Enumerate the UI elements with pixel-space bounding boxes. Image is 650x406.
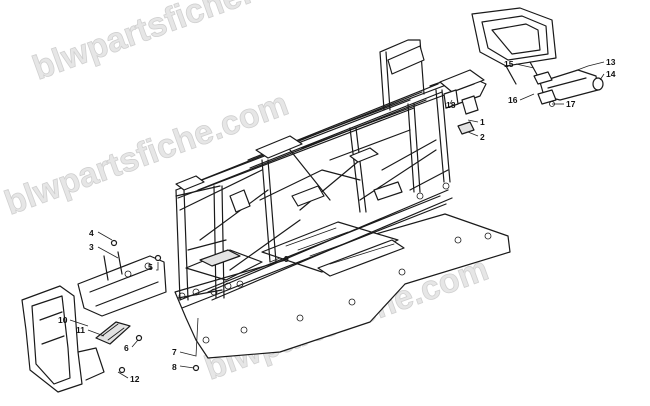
bolt-12	[118, 366, 126, 374]
callout-18: 18	[446, 100, 456, 110]
front-skid-guard	[95, 321, 131, 345]
callout-13: 13	[606, 57, 616, 67]
callout-6: 6	[124, 343, 129, 353]
nut-6	[135, 334, 143, 342]
watermark-top: blwpartsfiche.com	[28, 0, 322, 88]
callout-2: 2	[480, 132, 485, 142]
callout-14: 14	[606, 69, 616, 79]
skid-plate	[174, 213, 511, 359]
main-frame	[175, 39, 487, 309]
callout-3: 3	[89, 242, 94, 252]
front-bumper	[21, 285, 105, 393]
rear-brackets	[443, 89, 479, 135]
fastener-8	[192, 364, 200, 372]
footwell-tray	[261, 221, 405, 277]
callout-8: 8	[172, 362, 177, 372]
callout-5: 5	[148, 262, 153, 272]
callouts: 1 2 3 4 5 6 7 8 9 10 11 12 13 14 15 16 1…	[58, 57, 616, 384]
hardware	[110, 239, 200, 374]
callout-17: 17	[566, 99, 576, 109]
nut-5	[154, 254, 162, 262]
callout-1: 1	[480, 117, 485, 127]
callout-15: 15	[504, 59, 514, 69]
front-bumper-bracket	[77, 251, 167, 317]
callout-9: 9	[284, 254, 289, 264]
leader-lines	[69, 61, 605, 379]
callout-4: 4	[89, 228, 94, 238]
callout-16: 16	[508, 95, 518, 105]
callout-11: 11	[76, 325, 85, 335]
rear-bumper	[471, 7, 557, 85]
callout-10: 10	[58, 315, 68, 325]
watermark-mid: blwpartsfiche.com	[0, 85, 293, 223]
callout-12: 12	[130, 374, 140, 384]
callout-7: 7	[172, 347, 177, 357]
bolt-4	[110, 239, 118, 247]
